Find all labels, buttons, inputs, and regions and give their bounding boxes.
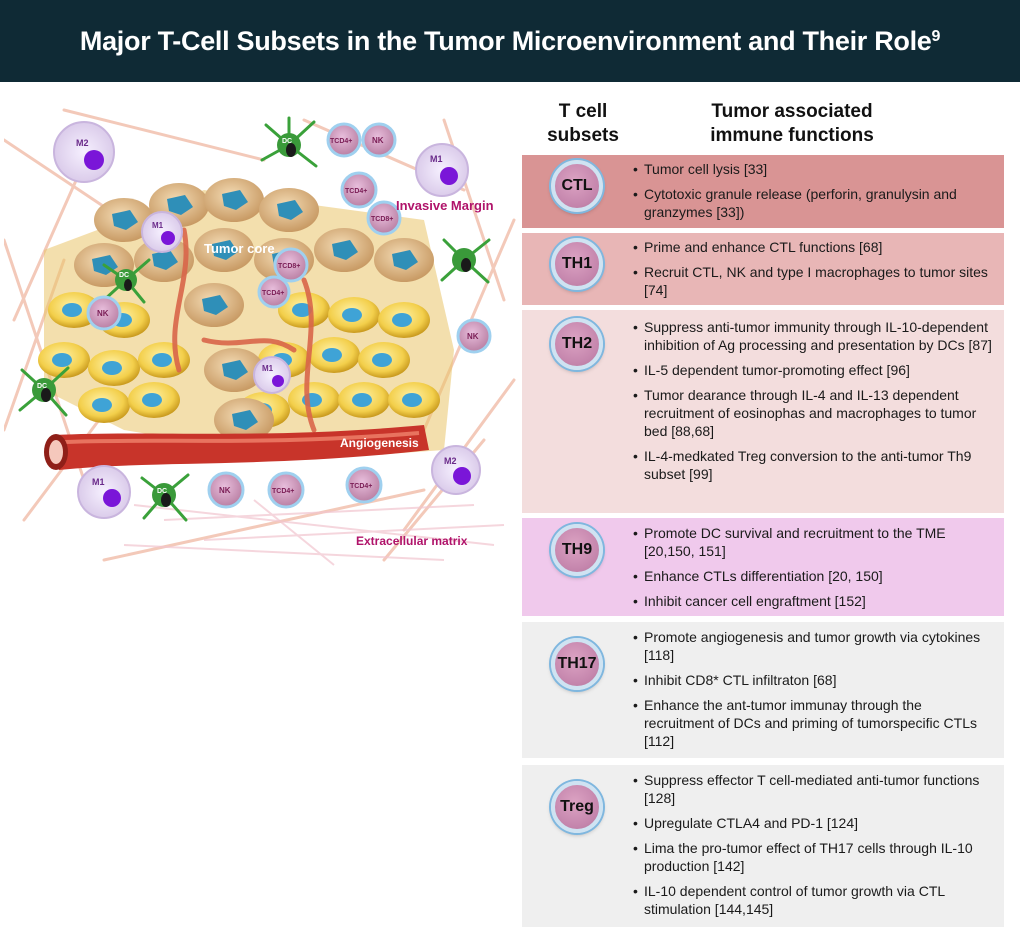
m1-label-2: M1 [152,221,164,230]
tcd4-label-2: TCD4+ [345,188,367,195]
function-item: IL-10 dependent control of tumor growth … [632,882,994,918]
dendritic-cell-icon: DC [102,258,151,304]
nk-label-4: NK [219,486,231,495]
function-item: Suppress anti-tumor immunity through IL-… [632,318,994,354]
subset-badge: TH2 [551,318,603,370]
function-list: Suppress anti-tumor immunity through IL-… [632,318,1004,490]
dendritic-cell-icon: DC [260,116,318,168]
nk-label-2: NK [97,309,109,318]
function-item: IL-4-medkated Treg conversion to the ant… [632,447,994,483]
m2-label-1: M2 [76,138,89,148]
nk-cell-icon: NK [361,122,397,158]
function-item: Inhibit cancer cell engraftment [152] [632,592,994,610]
subset-row-treg: Treg Suppress effector T cell-mediated a… [522,765,1004,927]
angiogenesis-vessel [44,425,429,470]
dc-label-4: DC [157,488,167,495]
nk-cell-icon: NK [456,318,492,354]
m1-macrophage-icon: M1 [141,211,183,253]
function-list: Suppress effector T cell-mediated anti-t… [632,771,1004,925]
subset-badge: Treg [551,781,603,833]
m2-label-2: M2 [444,456,457,466]
function-list: Promote angiogenesis and tumor growth vi… [632,628,1004,757]
function-item: Promote DC survival and recruitment to t… [632,524,994,560]
function-item: IL-5 dependent tumor-promoting effect [9… [632,361,994,379]
m2-macrophage-icon: M2 [431,445,481,495]
tcd8-cell-icon: TCD8+ [273,247,309,283]
subset-badge: TH17 [551,638,603,690]
function-list: Prime and enhance CTL functions [68] Rec… [632,238,1004,306]
tcd4-label-1: TCD4+ [330,138,352,145]
m1-label-1: M1 [430,154,443,164]
column-header-subsets: T cell subsets [547,101,619,146]
m1-macrophage-icon: M1 [77,465,131,519]
nk-label-3: NK [467,332,479,341]
dendritic-cell-icon: DC [140,473,190,522]
dc-label-1: DC [282,138,292,145]
function-item: Prime and enhance CTL functions [68] [632,238,994,256]
tcd4-label-5: TCD4+ [350,483,372,490]
tcd4-cell-icon: TCD4+ [345,466,383,504]
tumor-cells-yellow [38,292,440,428]
subset-badge: TH9 [551,524,603,576]
function-item: Upregulate CTLA4 and PD-1 [124] [632,814,994,832]
subset-row-ctl: CTL Tumor cell lysis [33] Cytotoxic gran… [522,155,1004,228]
function-item: Lima the pro-tumor effect of TH17 cells … [632,839,994,875]
subset-row-th9: TH9 Promote DC survival and recruitment … [522,518,1004,616]
dendritic-cell-icon [440,238,491,284]
tcd4-cell-icon: TCD4+ [257,275,291,309]
m1-macrophage-icon: M1 [253,356,291,394]
tumor-microenvironment-illustration: M2 M1 M1 M1 M1 M2 DC DC [4,108,516,566]
function-list: Promote DC survival and recruitment to t… [632,524,1004,617]
angiogenesis-label: Angiogenesis [340,436,419,450]
function-item: Enhance CTLs differentiation [20, 150] [632,567,994,585]
function-item: Suppress effector T cell-mediated anti-t… [632,771,994,807]
subset-row-th17: TH17 Promote angiogenesis and tumor grow… [522,622,1004,758]
function-item: Tumor dearance through IL-4 and IL-13 de… [632,386,994,440]
dendritic-cell-icon: DC [18,366,70,417]
dc-label-2: DC [119,272,129,279]
function-item: Cytotoxic granule release (perforin, gra… [632,185,994,221]
title-text: Major T-Cell Subsets in the Tumor Microe… [79,25,932,56]
function-item: Promote angiogenesis and tumor growth vi… [632,628,994,664]
invasive-margin-label: Invasive Margin [396,198,494,213]
dc-label-3: DC [37,383,47,390]
function-item: Tumor cell lysis [33] [632,160,994,178]
tcd4-cell-icon: TCD4+ [340,171,378,209]
m1-macrophage-icon: M1 [415,143,469,197]
m1-label-3: M1 [262,364,274,373]
tcd4-cell-icon: TCD4+ [326,122,362,158]
tcd8-label-2: TCD8+ [278,263,300,270]
column-header-functions: Tumor associated immune functions [710,101,874,146]
subset-badge: CTL [551,160,603,212]
nk-cell-icon: NK [207,471,245,509]
tcd8-cell-icon: TCD8+ [366,200,402,236]
page-title: Major T-Cell Subsets in the Tumor Microe… [0,0,1020,82]
function-list: Tumor cell lysis [33] Cytotoxic granule … [632,160,1004,228]
nk-cell-icon: NK [86,295,122,331]
tcd4-label-3: TCD4+ [262,290,284,297]
nk-label-1: NK [372,136,384,145]
m1-label-4: M1 [92,477,105,487]
extracellular-matrix-label: Extracellular matrix [356,534,468,548]
tcd8-label-1: TCD8+ [371,216,393,223]
subset-row-th1: TH1 Prime and enhance CTL functions [68]… [522,233,1004,305]
function-item: Recruit CTL, NK and type I macrophages t… [632,263,994,299]
subset-row-th2: TH2 Suppress anti-tumor immunity through… [522,310,1004,513]
m2-macrophage-icon: M2 [53,121,115,183]
function-item: Inhibit CD8* CTL infiltraton [68] [632,671,994,689]
tumor-core-label: Tumor core [204,241,275,256]
tcd4-label-4: TCD4+ [272,488,294,495]
tcd4-cell-icon: TCD4+ [267,471,305,509]
title-superscript: 9 [931,28,941,45]
function-item: Enhance the ant-tumor immunay through th… [632,696,994,750]
subset-badge: TH1 [551,238,603,290]
